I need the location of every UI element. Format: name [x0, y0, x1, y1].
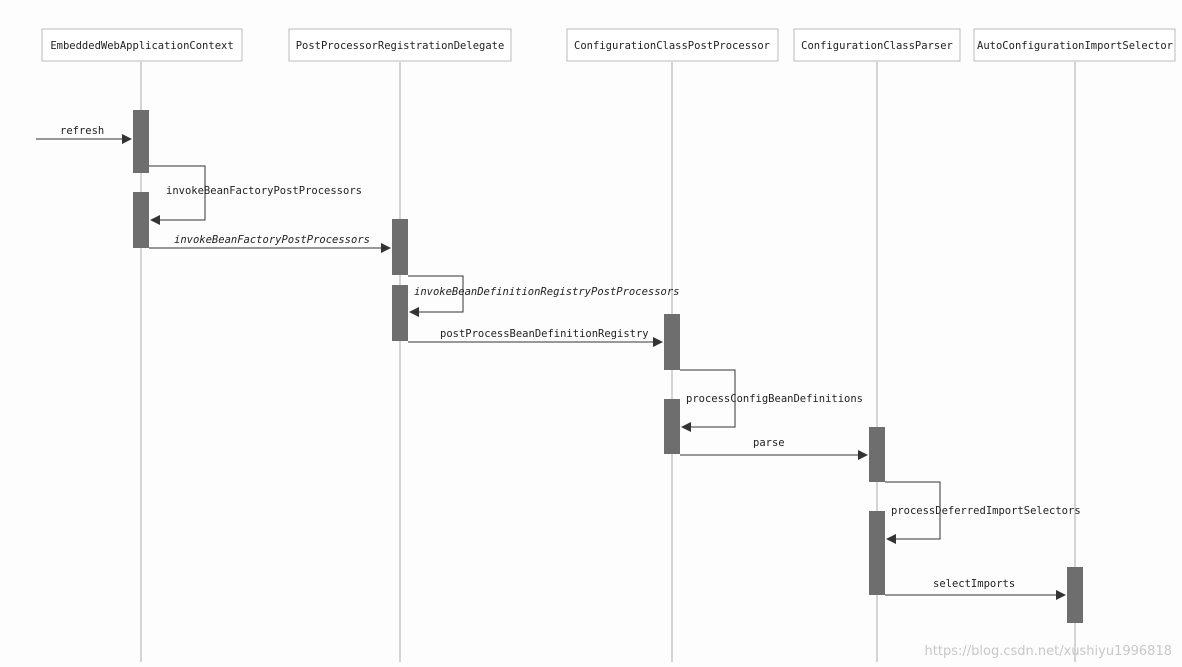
- message-label: processConfigBeanDefinitions: [686, 393, 863, 405]
- activation-pprd-2: [392, 285, 408, 341]
- participant-ccpp: ConfigurationClassPostProcessor: [566, 28, 779, 62]
- participant-label: EmbeddedWebApplicationContext: [50, 40, 233, 52]
- message-label: postProcessBeanDefinitionRegistry: [440, 328, 649, 340]
- activation-ccp-1: [869, 427, 885, 482]
- activation-ewac-2: [133, 192, 149, 248]
- activation-acis-1: [1067, 567, 1083, 623]
- message-self-process-deferred: processDeferredImportSelectors: [885, 481, 1081, 544]
- participant-label: ConfigurationClassPostProcessor: [574, 40, 770, 52]
- message-label: invokeBeanFactoryPostProcessors: [174, 234, 370, 246]
- participant-label: ConfigurationClassParser: [801, 40, 953, 52]
- message-post-process-registry: postProcessBeanDefinitionRegistry: [408, 328, 663, 347]
- activation-ccpp-2: [664, 399, 680, 454]
- participant-pprd: PostProcessorRegistrationDelegate: [288, 28, 512, 62]
- message-select-imports: selectImports: [885, 578, 1066, 600]
- activation-pprd-1: [392, 219, 408, 275]
- participant-label: AutoConfigurationImportSelector: [977, 40, 1173, 52]
- message-label: refresh: [60, 125, 104, 137]
- message-invoke-bean-factory-delegate: invokeBeanFactoryPostProcessors: [149, 234, 391, 253]
- activation-ccp-2: [869, 511, 885, 595]
- message-label: selectImports: [933, 578, 1015, 590]
- watermark-text: https://blog.csdn.net/xushiyu1996818: [925, 644, 1172, 659]
- activation-ccpp-1: [664, 314, 680, 370]
- message-self-invoke-bean-factory: invokeBeanFactoryPostProcessors: [149, 165, 362, 225]
- message-refresh: refresh: [36, 125, 132, 144]
- activation-ewac-1: [133, 110, 149, 173]
- participant-acis: AutoConfigurationImportSelector: [973, 28, 1176, 62]
- message-label: processDeferredImportSelectors: [891, 505, 1081, 517]
- message-label: invokeBeanFactoryPostProcessors: [166, 185, 362, 197]
- message-self-invoke-registry: invokeBeanDefinitionRegistryPostProcesso…: [408, 275, 680, 317]
- participant-ccp: ConfigurationClassParser: [793, 28, 961, 62]
- message-label: parse: [753, 437, 785, 449]
- participant-label: PostProcessorRegistrationDelegate: [296, 40, 505, 52]
- participant-ewac: EmbeddedWebApplicationContext: [41, 28, 243, 62]
- message-self-process-config: processConfigBeanDefinitions: [680, 369, 863, 432]
- message-parse: parse: [680, 437, 868, 460]
- message-label: invokeBeanDefinitionRegistryPostProcesso…: [414, 286, 680, 298]
